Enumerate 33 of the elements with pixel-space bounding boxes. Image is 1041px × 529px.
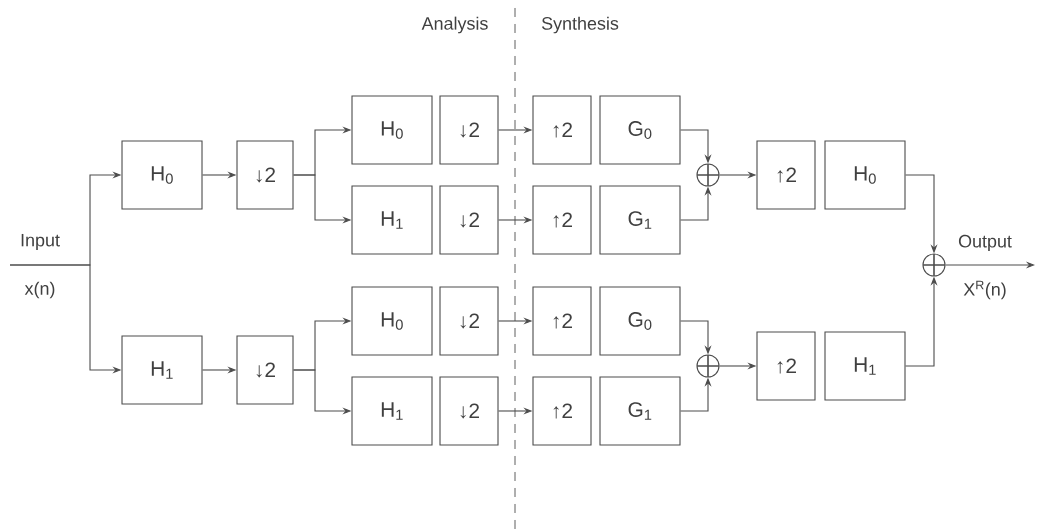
summing-junction	[696, 163, 720, 187]
filter-box: G$_{1}$	[599, 376, 681, 446]
downsampler-box: ↓2	[439, 286, 499, 356]
filter-box: G$_{1}$	[599, 185, 681, 255]
filter-box: G$_{0}$	[599, 95, 681, 165]
summing-junction	[922, 253, 946, 277]
section-label: Synthesis	[541, 16, 619, 34]
filter-box: H$_{0}$	[351, 95, 433, 165]
signal-label: x(n)	[24, 281, 55, 299]
filter-box: H$_{0}$	[351, 286, 433, 356]
upsampler-box: ↑2	[532, 286, 592, 356]
downsampler-box: ↓2	[439, 185, 499, 255]
filter-box: G$_{0}$	[599, 286, 681, 356]
upsampler-box: ↑2	[532, 376, 592, 446]
upsampler-box: ↑2	[532, 95, 592, 165]
filter-box: H$_{0}$	[121, 140, 203, 210]
filter-box: H$_{1}$	[351, 376, 433, 446]
signal-label: X$^{R}$(n)	[963, 280, 1006, 300]
filter-box: H$_{1}$	[121, 335, 203, 405]
downsampler-box: ↓2	[439, 376, 499, 446]
downsampler-box: ↓2	[236, 335, 294, 405]
filter-box: H$_{1}$	[351, 185, 433, 255]
summing-junction	[696, 354, 720, 378]
signal-label: Input	[21, 233, 60, 250]
signal-label: Output	[958, 234, 1012, 252]
downsampler-box: ↓2	[439, 95, 499, 165]
upsampler-box: ↑2	[756, 140, 816, 210]
upsampler-box: ↑2	[532, 185, 592, 255]
section-label: Analysis	[421, 16, 488, 34]
downsampler-box: ↓2	[236, 140, 294, 210]
filter-box: H$_{1}$	[824, 331, 906, 401]
filter-box: H$_{0}$	[824, 140, 906, 210]
upsampler-box: ↑2	[756, 331, 816, 401]
